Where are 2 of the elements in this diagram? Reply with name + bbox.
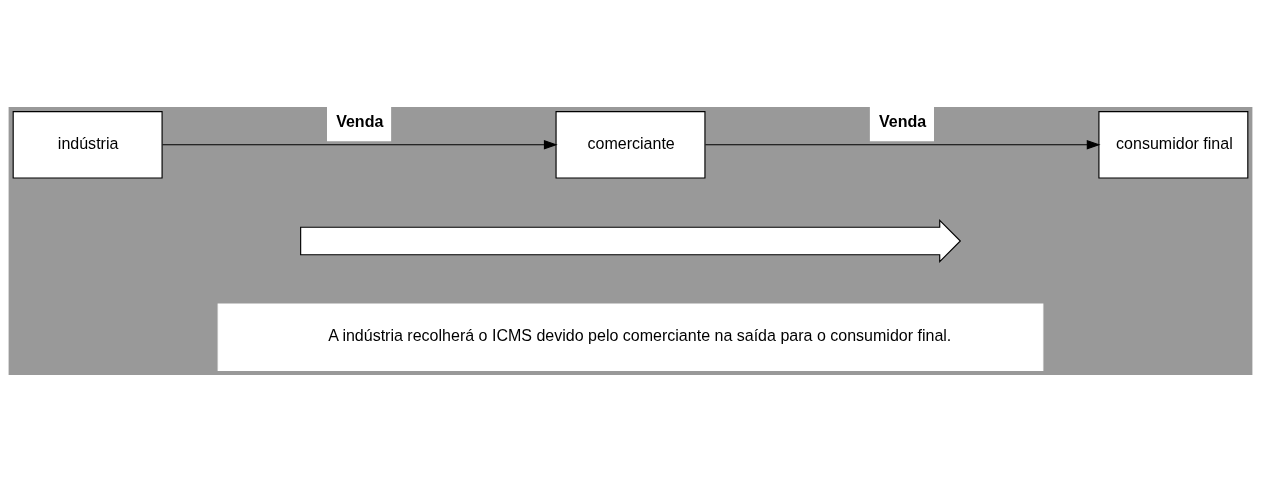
edge-label: Venda: [336, 112, 384, 131]
edge-label: Venda: [879, 112, 927, 131]
